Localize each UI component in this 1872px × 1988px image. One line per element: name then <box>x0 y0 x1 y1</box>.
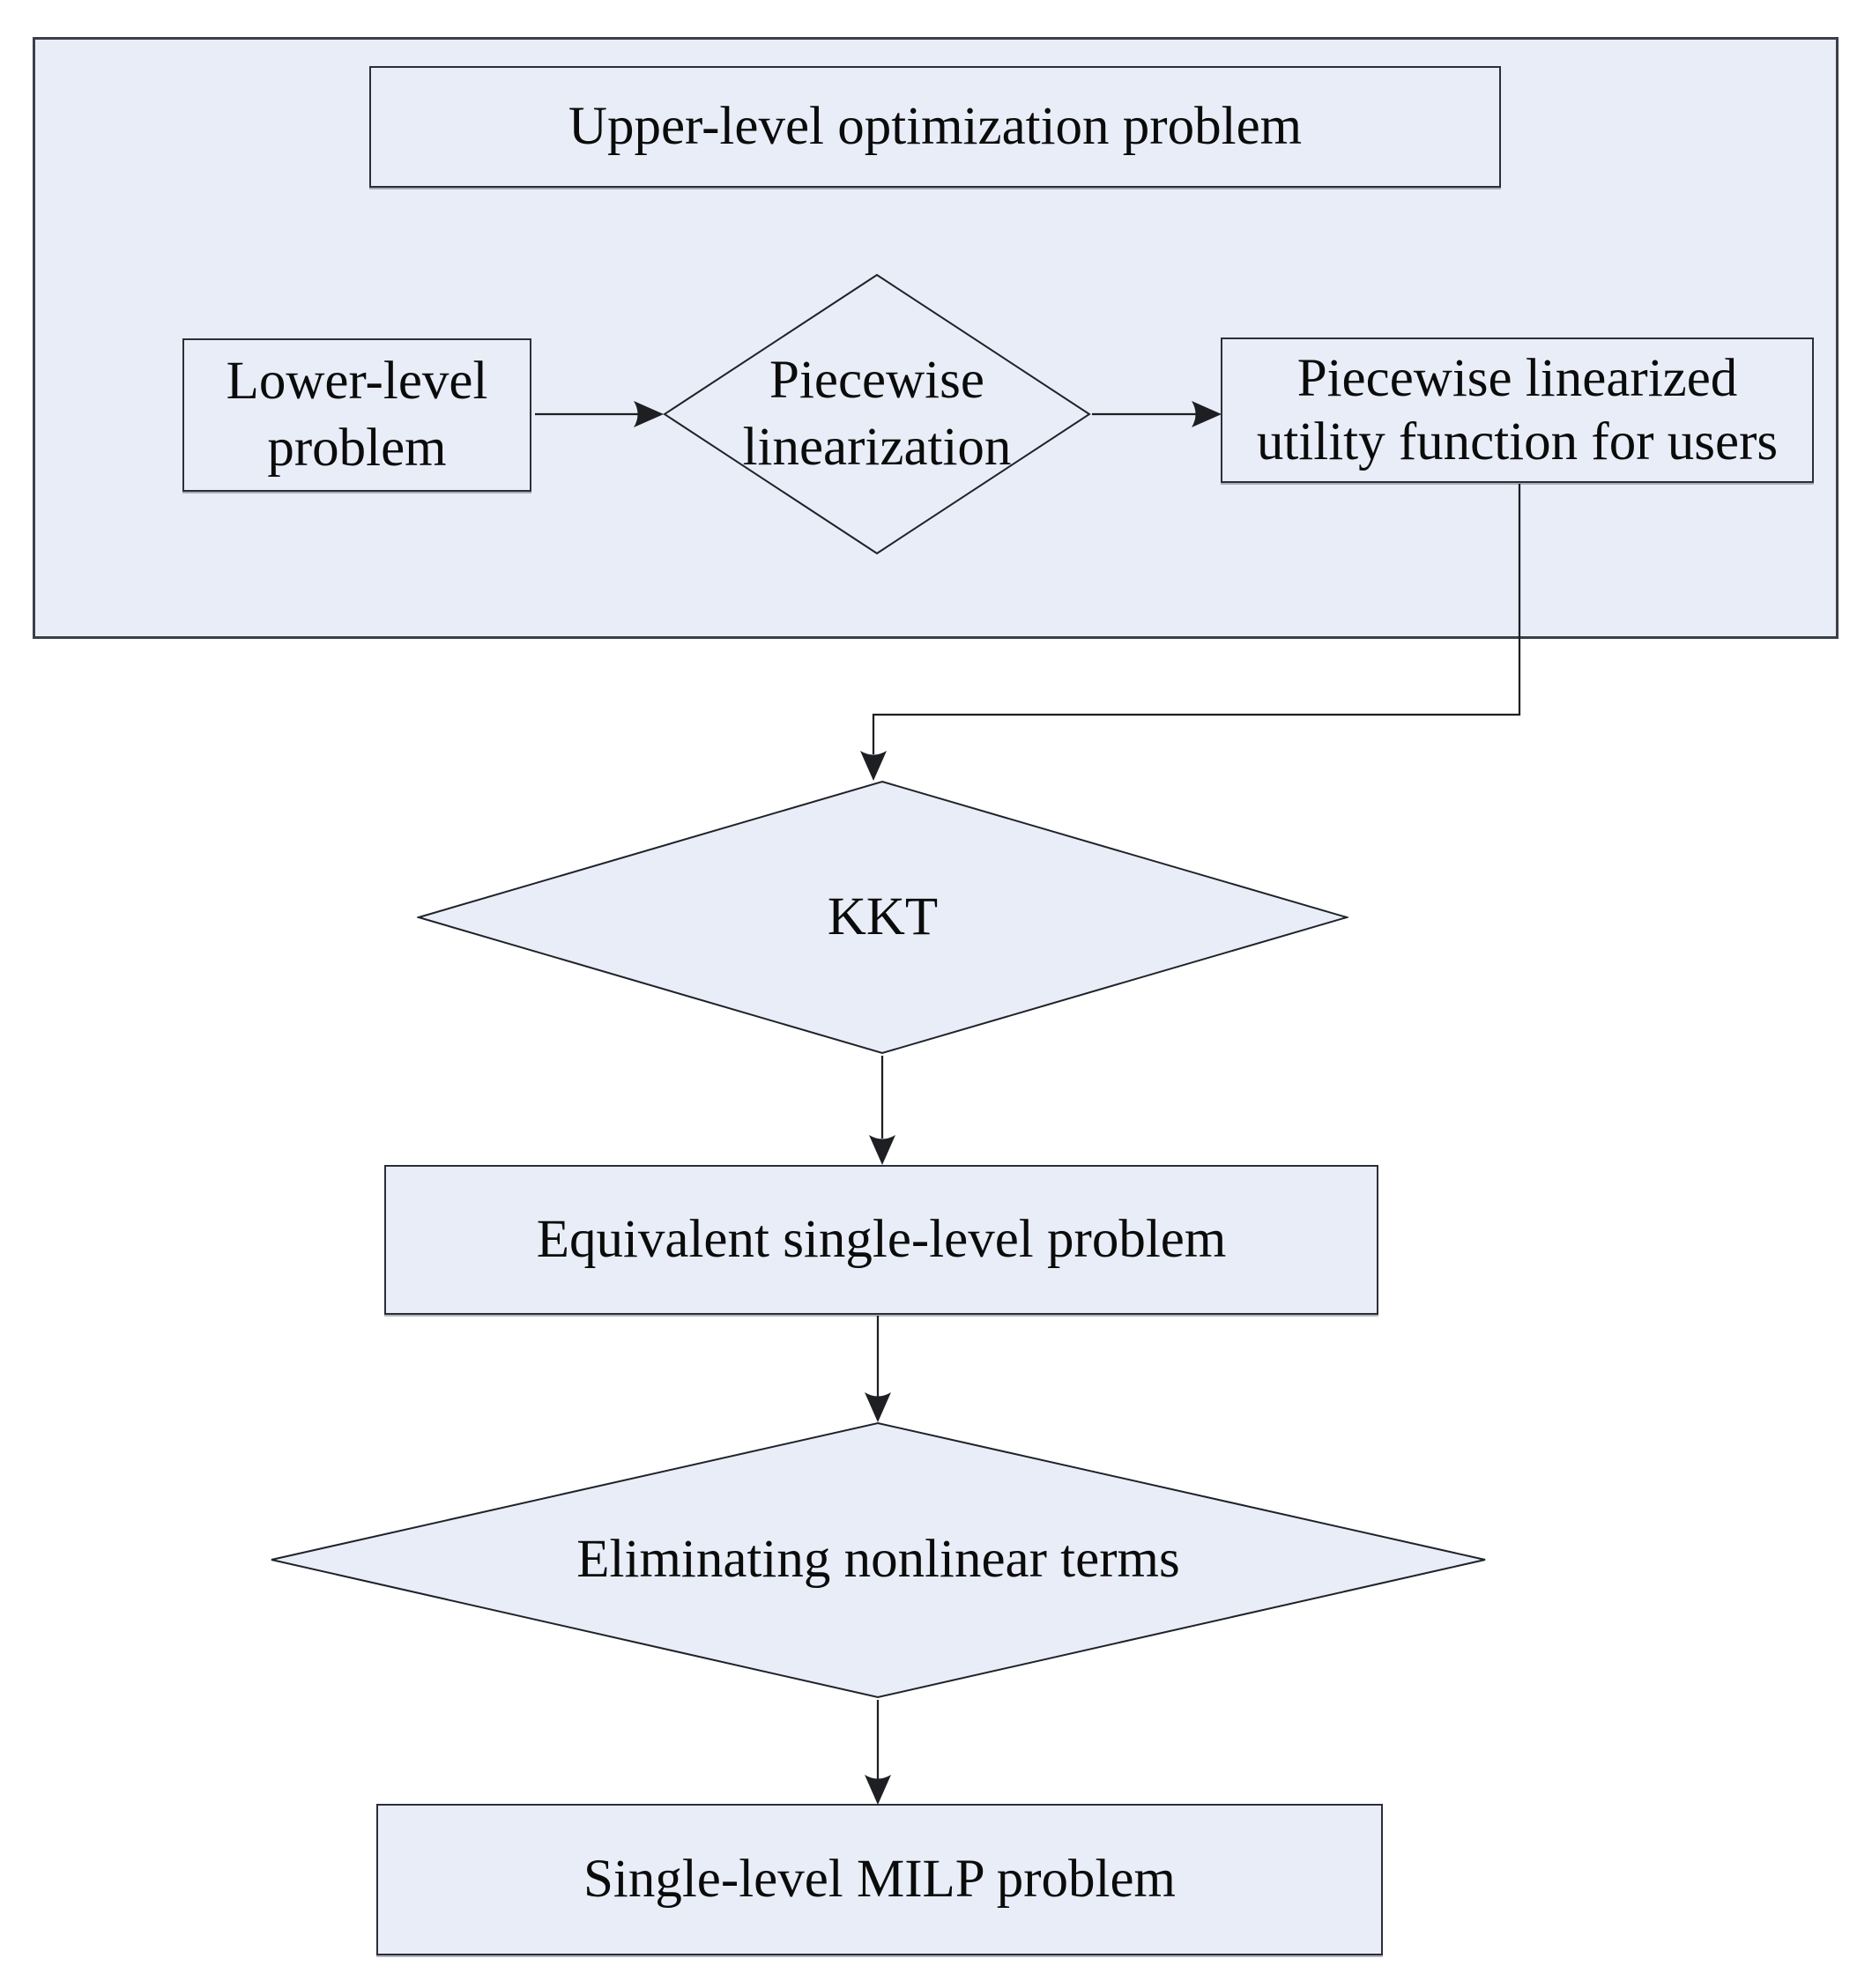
kkt-diamond-shape <box>417 780 1348 1055</box>
node-equivalent-single-level: Equivalent single-level problem <box>384 1165 1378 1315</box>
arrow-kkt-to-equivalent <box>869 1056 895 1165</box>
node-piecewise-linearization-label: Piecewise linearization <box>742 350 1012 477</box>
node-piecewise-linearized-utility: Piecewise linearized utility function fo… <box>1221 338 1814 483</box>
node-equivalent-single-level-label: Equivalent single-level problem <box>536 1209 1227 1269</box>
node-lower-level-problem: Lower-level problem <box>182 338 531 492</box>
node-kkt-label: KKT <box>827 886 939 946</box>
node-piecewise-linearized-utility-label: Piecewise linearized utility function fo… <box>1256 348 1779 471</box>
node-single-level-milp: Single-level MILP problem <box>376 1804 1383 1955</box>
arrow-eliminating-to-milp <box>865 1700 891 1805</box>
node-piecewise-linearization: Piecewise linearization <box>663 273 1091 555</box>
node-single-level-milp-label: Single-level MILP problem <box>583 1849 1176 1909</box>
node-eliminating-nonlinear-terms: Eliminating nonlinear terms <box>270 1421 1487 1699</box>
arrow-equivalent-to-eliminating <box>865 1316 891 1422</box>
eliminating-nonlinear-diamond-shape <box>271 1421 1486 1699</box>
node-eliminating-nonlinear-terms-label: Eliminating nonlinear terms <box>576 1530 1180 1590</box>
node-upper-level-optimization-label: Upper-level optimization problem <box>568 96 1303 156</box>
node-upper-level-optimization: Upper-level optimization problem <box>369 66 1501 188</box>
node-kkt: KKT <box>417 780 1348 1055</box>
node-lower-level-problem-label: Lower-level problem <box>226 351 488 478</box>
